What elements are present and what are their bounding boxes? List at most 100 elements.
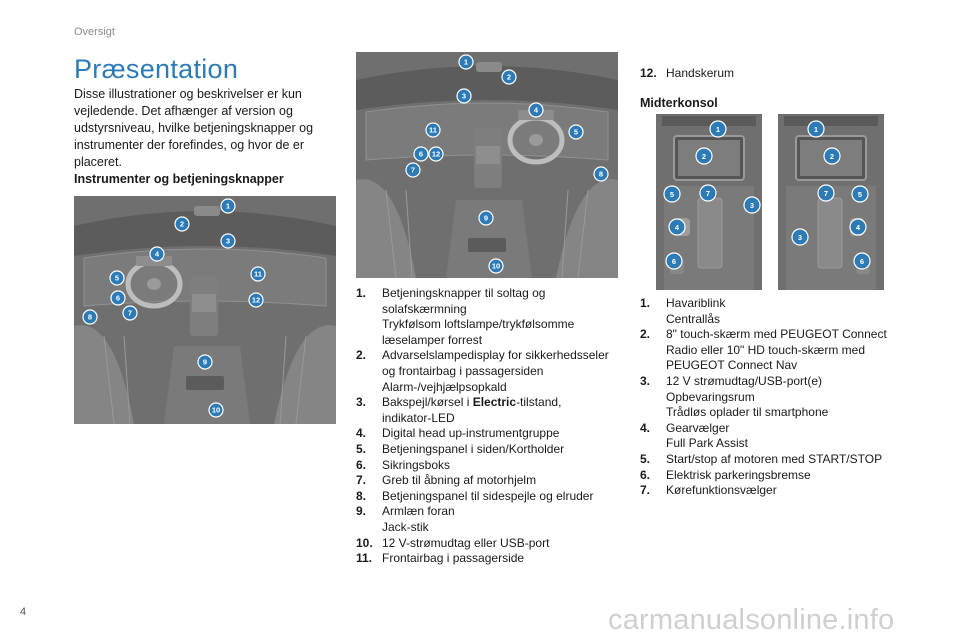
callout-badges-right: 1 2 3 4 5 6 7 8 9 10 11 12: [405, 54, 609, 274]
intro-paragraph: Disse illustrationer og beskrivelser er …: [74, 87, 314, 169]
svg-text:3: 3: [798, 233, 802, 242]
svg-text:2: 2: [180, 220, 184, 229]
callout-badge: 3: [791, 228, 809, 246]
callout-badge: 6: [665, 252, 683, 270]
callout-badge: 1: [807, 120, 825, 138]
callout-badges-console-right: 1 2 3 4 5 6 7: [791, 120, 871, 270]
svg-text:5: 5: [670, 190, 674, 199]
callout-badge: 1: [709, 120, 727, 138]
callout-badge: 7: [122, 305, 138, 321]
svg-text:8: 8: [88, 313, 92, 322]
list-item: 5.Betjeningspanel i siden/Kortholder: [356, 441, 565, 456]
callout-badge: 1: [458, 54, 474, 70]
callout-badge: 3: [456, 88, 472, 104]
callout-badge: 2: [174, 216, 190, 232]
callout-badge: 4: [849, 218, 867, 236]
svg-text:2: 2: [507, 73, 511, 82]
svg-text:1: 1: [464, 58, 468, 67]
page-title: Præsentation: [74, 54, 239, 84]
svg-text:2: 2: [830, 152, 834, 161]
svg-text:1: 1: [226, 202, 230, 211]
callout-badge: 11: [250, 266, 266, 282]
callout-badge: 8: [593, 166, 609, 182]
callout-badge: 11: [425, 122, 441, 138]
callout-badge: 3: [743, 196, 761, 214]
callout-badge: 10: [208, 402, 224, 418]
callout-badge: 4: [528, 102, 544, 118]
callout-badge: 6: [110, 290, 126, 306]
svg-text:3: 3: [750, 201, 754, 210]
svg-text:7: 7: [706, 189, 710, 198]
callout-badge: 7: [817, 184, 835, 202]
svg-text:11: 11: [254, 270, 262, 279]
svg-text:3: 3: [462, 92, 466, 101]
svg-text:9: 9: [203, 358, 207, 367]
section-heading-console: Midterkonsol: [640, 96, 718, 110]
callout-badge: 5: [568, 124, 584, 140]
dashboard-illustration-right: 1 2 3 4 5 6 7 8 9 10 11 12: [356, 52, 618, 278]
callout-badge: 3: [220, 233, 236, 249]
callout-badge: 4: [149, 246, 165, 262]
list-item: 12.Handskerum: [640, 66, 735, 80]
svg-text:8: 8: [599, 170, 603, 179]
list-item: 7.Kørefunktionsvælger: [640, 483, 777, 498]
list-item: 2.8" touch-skærm med PEUGEOT Connect Rad…: [640, 327, 887, 373]
list-item: 6.Elektrisk parkeringsbremse: [640, 467, 811, 482]
svg-text:6: 6: [672, 257, 676, 266]
svg-text:10: 10: [212, 406, 220, 415]
list-item: 10.12 V-strømudtag eller USB-port: [356, 535, 550, 550]
svg-text:4: 4: [856, 223, 861, 232]
svg-text:3: 3: [226, 237, 230, 246]
list-item: 7.Greb til åbning af motorhjelm: [356, 473, 537, 488]
list-item: 1.Betjeningsknapper til soltag og solafs…: [356, 286, 575, 347]
svg-text:12: 12: [432, 150, 440, 159]
callout-badge: 2: [501, 69, 517, 85]
list-item: 2.Advarselslampedisplay for sikkerhedsse…: [356, 348, 609, 394]
callout-badge: 1: [220, 198, 236, 214]
dashboard-drawing-left: [74, 196, 336, 424]
svg-text:7: 7: [128, 309, 132, 318]
console-illustration-left: 1 2 3 4 5 6 7: [656, 114, 762, 290]
list-item: 8.Betjeningspanel til sidespejle og elru…: [356, 488, 594, 503]
svg-text:1: 1: [716, 125, 720, 134]
list-item: 6.Sikringsboks: [356, 457, 451, 472]
callout-badges-left: 1 2 3 4 5 6 7 8 9 10 11 12: [82, 198, 266, 418]
svg-text:4: 4: [155, 250, 160, 259]
svg-text:11: 11: [429, 126, 437, 135]
callout-badge: 6: [413, 146, 429, 162]
callout-badge: 7: [699, 184, 717, 202]
controls-list: 1.Betjeningsknapper til soltag og solafs…: [356, 286, 618, 567]
svg-text:4: 4: [675, 223, 680, 232]
svg-text:2: 2: [702, 152, 706, 161]
callout-badges-console-left: 1 2 3 4 5 6 7: [663, 120, 761, 270]
svg-text:7: 7: [824, 189, 828, 198]
callout-badge: 2: [695, 147, 713, 165]
dashboard-drawing-right: [356, 52, 618, 278]
section-heading-instruments: Instrumenter og betjeningsknapper: [74, 172, 284, 186]
list-item: 3.12 V strømudtag/USB-port(e)Opbevarings…: [640, 373, 829, 420]
console-illustration-right: 1 2 3 4 5 6 7: [778, 114, 884, 290]
watermark: carmanualsonline.info: [608, 604, 895, 636]
callout-badge: 4: [668, 218, 686, 236]
controls-list-continued: 12.Handskerum: [640, 66, 890, 82]
svg-text:5: 5: [858, 190, 862, 199]
callout-badge: 2: [823, 147, 841, 165]
list-item: 3.Bakspejl/kørsel i Electric-tilstand,in…: [356, 395, 562, 425]
svg-text:5: 5: [115, 274, 119, 283]
callout-badge: 5: [851, 185, 869, 203]
svg-text:12: 12: [252, 296, 260, 305]
list-item: 5.Start/stop af motoren med START/STOP: [640, 451, 883, 466]
svg-text:9: 9: [484, 214, 488, 223]
page-number: 4: [20, 606, 27, 618]
callout-badge: 8: [82, 309, 98, 325]
callout-badge: 6: [853, 252, 871, 270]
callout-badge: 10: [488, 258, 504, 274]
callout-badge: 12: [428, 146, 444, 162]
svg-text:7: 7: [411, 166, 415, 175]
svg-text:6: 6: [116, 294, 120, 303]
svg-text:6: 6: [860, 257, 864, 266]
